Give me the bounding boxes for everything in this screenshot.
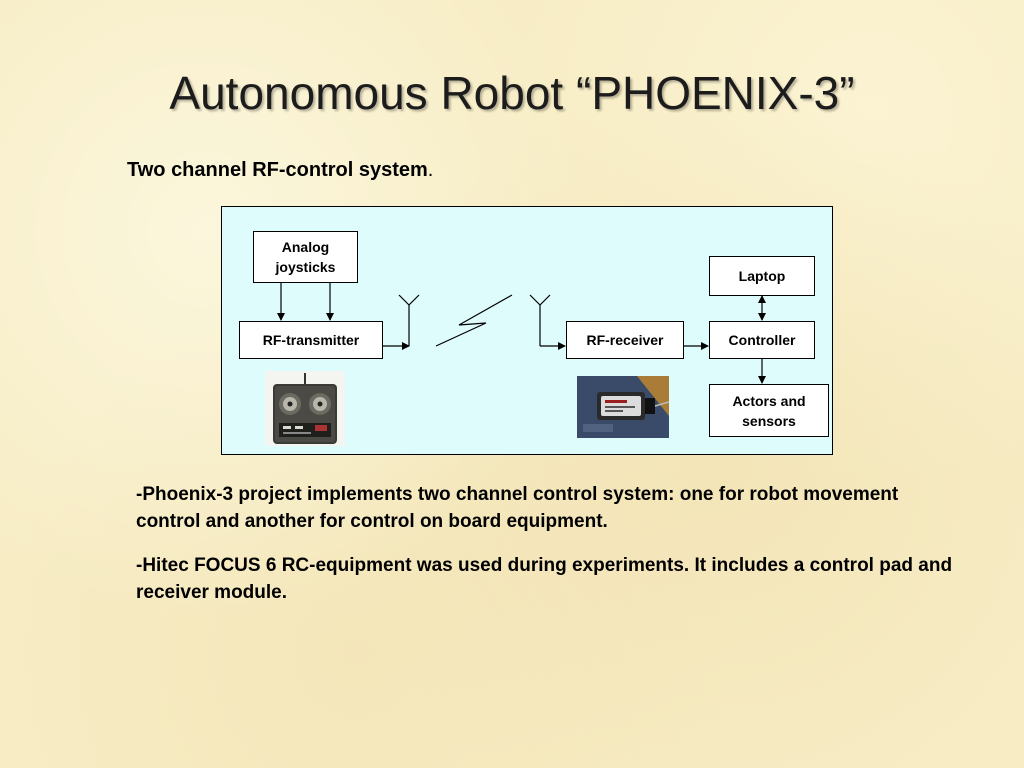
actors-sensors-box: Actors and sensors	[709, 384, 829, 437]
slide-title: Autonomous Robot “PHOENIX-3”	[169, 67, 855, 119]
subtitle-period: .	[427, 159, 434, 181]
transmitter-antenna-icon	[398, 294, 420, 346]
controller-box: Controller	[709, 321, 815, 359]
rf-control-diagram: Analog joysticks RF-transmitter RF-recei…	[221, 206, 833, 455]
subtitle-text: Two channel RF-control system	[127, 159, 428, 181]
laptop-box: Laptop	[709, 256, 815, 296]
rf-receiver-box: RF-receiver	[566, 321, 684, 359]
rf-transmitter-box: RF-transmitter	[239, 321, 383, 359]
receiver-photo	[577, 376, 670, 438]
paragraph-phoenix-project: -Phoenix-3 project implements two channe…	[136, 484, 899, 532]
rc-transmitter-icon	[273, 373, 337, 444]
rc-receiver-icon	[577, 376, 670, 438]
diagram-connectors	[277, 283, 766, 384]
receiver-antenna-icon	[529, 294, 551, 346]
paragraph-hitec-equipment: -Hitec FOCUS 6 RC-equipment was used dur…	[136, 555, 953, 603]
slide-subtitle: Two channel RF-control system.	[127, 159, 433, 182]
radio-link-icon	[435, 294, 513, 347]
transmitter-photo	[265, 371, 345, 446]
analog-joysticks-box: Analog joysticks	[253, 231, 358, 283]
